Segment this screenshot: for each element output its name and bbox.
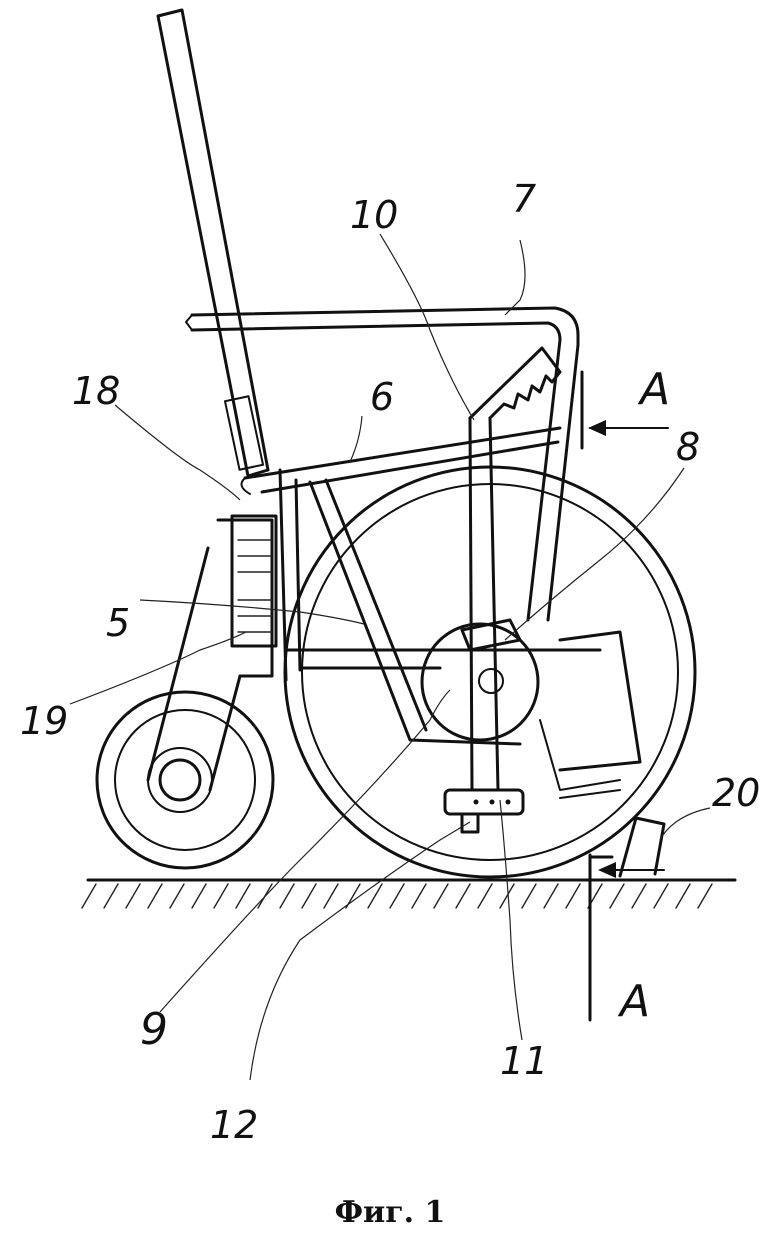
ground-hatch-mark <box>456 884 470 908</box>
callout-11: 11 <box>500 1039 548 1083</box>
leader-lines <box>70 234 710 1080</box>
ground-hatch-mark <box>478 884 492 908</box>
ground-hatch-mark <box>236 884 250 908</box>
ground-hatch-mark <box>544 884 558 908</box>
seat-rail <box>241 428 560 494</box>
callout-8: 8 <box>676 425 700 469</box>
front-caster <box>97 470 300 868</box>
section-label-bottom: A <box>617 976 650 1027</box>
callout-18: 18 <box>72 369 120 413</box>
brush-pad <box>232 516 276 646</box>
callout-7: 7 <box>512 177 536 221</box>
ground-hatch-mark <box>390 884 404 908</box>
ground-hatch-mark <box>500 884 514 908</box>
ground-hatch-mark <box>192 884 206 908</box>
callout-10: 10 <box>350 193 398 237</box>
ground-hatch-mark <box>698 884 712 908</box>
callout-20: 20 <box>712 771 760 815</box>
callout-5: 5 <box>106 601 130 645</box>
backrest-post <box>158 10 268 476</box>
ground-hatch-mark <box>676 884 690 908</box>
callout-19: 19 <box>20 699 68 743</box>
callout-12: 12 <box>210 1103 258 1147</box>
ground-hatch-mark <box>170 884 184 908</box>
ground-hatch-mark <box>654 884 668 908</box>
ground-hatch-mark <box>610 884 624 908</box>
ground-hatch-mark <box>368 884 382 908</box>
ground-hatch-mark <box>522 884 536 908</box>
ground-hatch-mark <box>82 884 96 908</box>
ground-hatch-mark <box>214 884 228 908</box>
ground-hatch-mark <box>324 884 338 908</box>
brake-lever <box>470 348 560 790</box>
section-marker-top: A <box>582 364 670 448</box>
ground-hatch-mark <box>280 884 294 908</box>
callout-9: 9 <box>140 1004 168 1055</box>
section-label-top: A <box>637 364 670 415</box>
callout-6: 6 <box>370 375 394 419</box>
ground-hatch-mark <box>148 884 162 908</box>
clamp-bracket <box>445 790 523 832</box>
ground-hatch-mark <box>302 884 316 908</box>
ground-hatch-mark <box>412 884 426 908</box>
ground-hatch-mark <box>126 884 140 908</box>
diagonal-strut <box>310 480 520 744</box>
ground-hatch-mark <box>632 884 646 908</box>
ground-hatch-mark <box>104 884 118 908</box>
figure-caption: Фиг. 1 <box>0 1195 780 1230</box>
ground-hatch-mark <box>566 884 580 908</box>
ground <box>82 880 735 908</box>
side-frame <box>286 632 640 798</box>
ground-hatch-mark <box>434 884 448 908</box>
